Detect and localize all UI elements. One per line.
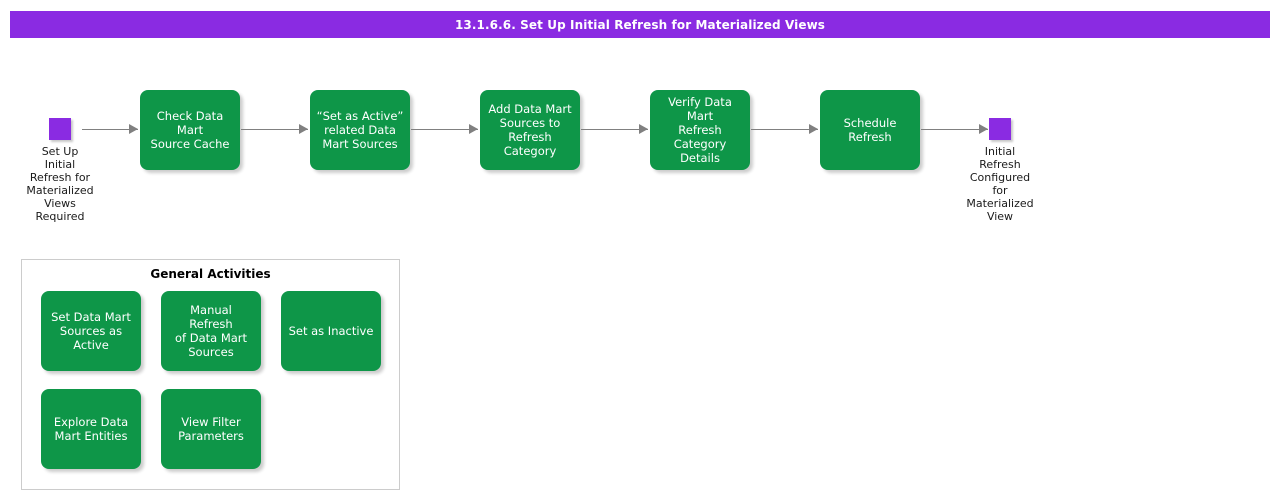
general-activities-title: General Activities bbox=[150, 267, 271, 281]
activity-label: Set Data Mart Sources as Active bbox=[51, 310, 131, 352]
general-activities-grid: Set Data Mart Sources as Active Manual R… bbox=[41, 291, 386, 487]
activity-explore-data-mart-entities[interactable]: Explore Data Mart Entities bbox=[41, 389, 141, 469]
arrowhead-icon bbox=[809, 124, 818, 134]
connector-line bbox=[411, 129, 478, 130]
connector-start-to-step1 bbox=[82, 124, 138, 135]
end-node-square-icon bbox=[989, 118, 1011, 140]
end-node-label: Initial Refresh Configured for Materiali… bbox=[966, 145, 1034, 223]
connector-step5-to-end bbox=[921, 124, 988, 135]
connector-step4-to-step5 bbox=[751, 124, 818, 135]
page-title-bar: 13.1.6.6. Set Up Initial Refresh for Mat… bbox=[10, 11, 1270, 38]
process-flow-diagram: Set Up Initial Refresh for Materialized … bbox=[10, 90, 1050, 223]
activity-label: View Filter Parameters bbox=[178, 415, 244, 443]
flow-step-label: “Set as Active” related Data Mart Source… bbox=[316, 109, 404, 151]
flow-step-label: Verify Data Mart Refresh Category Detail… bbox=[668, 95, 732, 165]
flow-step-label: Check Data Mart Source Cache bbox=[150, 109, 230, 151]
connector-line bbox=[241, 129, 308, 130]
arrowhead-icon bbox=[639, 124, 648, 134]
page-title: 13.1.6.6. Set Up Initial Refresh for Mat… bbox=[454, 17, 826, 32]
general-activities-row: Set Data Mart Sources as Active Manual R… bbox=[41, 291, 386, 371]
flow-step-add-data-mart-sources-to-refresh-category[interactable]: Add Data Mart Sources to Refresh Categor… bbox=[480, 90, 580, 170]
general-activities-panel: General Activities Set Data Mart Sources… bbox=[21, 259, 400, 490]
arrowhead-icon bbox=[979, 124, 988, 134]
activity-label: Explore Data Mart Entities bbox=[53, 415, 129, 443]
connector-line bbox=[751, 129, 818, 130]
connector-line bbox=[82, 129, 138, 130]
start-node-label: Set Up Initial Refresh for Materialized … bbox=[26, 145, 94, 223]
activity-label: Set as Inactive bbox=[288, 324, 374, 338]
connector-step3-to-step4 bbox=[581, 124, 648, 135]
flow-step-check-data-mart-source-cache[interactable]: Check Data Mart Source Cache bbox=[140, 90, 240, 170]
flow-step-label: Schedule Refresh bbox=[843, 116, 897, 144]
connector-line bbox=[581, 129, 648, 130]
flow-end-node[interactable]: Initial Refresh Configured for Materiali… bbox=[950, 118, 1050, 223]
connector-step1-to-step2 bbox=[241, 124, 308, 135]
arrowhead-icon bbox=[129, 124, 138, 134]
activity-manual-refresh-of-data-mart-sources[interactable]: Manual Refresh of Data Mart Sources bbox=[161, 291, 261, 371]
flow-step-set-as-active-related-data-mart-sources[interactable]: “Set as Active” related Data Mart Source… bbox=[310, 90, 410, 170]
start-node-square-icon bbox=[49, 118, 71, 140]
flow-step-verify-data-mart-refresh-category-details[interactable]: Verify Data Mart Refresh Category Detail… bbox=[650, 90, 750, 170]
flow-step-schedule-refresh[interactable]: Schedule Refresh bbox=[820, 90, 920, 170]
arrowhead-icon bbox=[299, 124, 308, 134]
flow-step-label: Add Data Mart Sources to Refresh Categor… bbox=[488, 102, 572, 158]
flow-start-node[interactable]: Set Up Initial Refresh for Materialized … bbox=[10, 118, 110, 223]
activity-view-filter-parameters[interactable]: View Filter Parameters bbox=[161, 389, 261, 469]
arrowhead-icon bbox=[469, 124, 478, 134]
activity-label: Manual Refresh of Data Mart Sources bbox=[174, 303, 248, 359]
activity-set-data-mart-sources-as-active[interactable]: Set Data Mart Sources as Active bbox=[41, 291, 141, 371]
connector-line bbox=[921, 129, 988, 130]
activity-set-as-inactive[interactable]: Set as Inactive bbox=[281, 291, 381, 371]
general-activities-row: Explore Data Mart Entities View Filter P… bbox=[41, 389, 386, 469]
connector-step2-to-step3 bbox=[411, 124, 478, 135]
